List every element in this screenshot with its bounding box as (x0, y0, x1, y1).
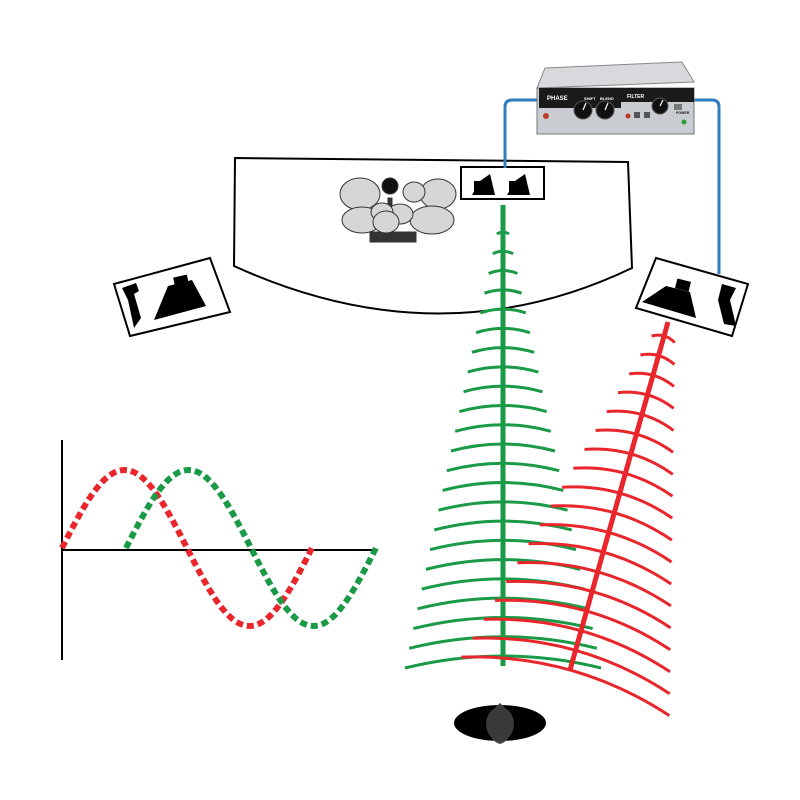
wavefront-arc (496, 230, 510, 236)
monitor-wedge-icon (112, 256, 232, 338)
phase-label: PHASE (547, 96, 568, 102)
wavefront-arc (458, 403, 548, 413)
wavefront-arc (651, 333, 676, 344)
wavefront-arc (471, 346, 535, 354)
wavefront-arc (417, 596, 589, 611)
wavefront-arc (450, 442, 556, 453)
center-speaker (460, 166, 545, 200)
horn-icon (122, 283, 141, 328)
horn-icon (718, 284, 736, 326)
wavefront-arc (640, 352, 676, 366)
wavefront-arc (461, 655, 671, 717)
cable-left (503, 98, 546, 168)
led-icon (625, 113, 631, 119)
wavefront-arc (446, 461, 560, 473)
wavefront-arc (488, 269, 518, 275)
wavefront-arc (467, 365, 539, 374)
red-sine-wave (59, 466, 315, 630)
wavefront-arc (492, 249, 514, 256)
wavefront-arc (429, 538, 577, 552)
green-sine-wave (123, 466, 379, 630)
wavefront-arc (595, 428, 674, 454)
delayed-sound-beam (461, 321, 676, 717)
wavefront-arc (562, 485, 674, 520)
wavefront-arc (517, 560, 672, 608)
wavefront-arc (550, 504, 673, 542)
wavefront-arc (483, 617, 671, 674)
wavefront-arc (454, 423, 552, 433)
wavefront-arc (408, 635, 598, 650)
speaker-driver-icon (472, 174, 530, 195)
led-icon (543, 113, 549, 119)
wavefront-arc (472, 636, 671, 695)
woofer-icon (154, 280, 206, 320)
wavefront-arc (539, 523, 673, 564)
wavefront-arc (617, 390, 675, 410)
wave-graph (59, 440, 379, 660)
wavefront-arc (433, 519, 573, 532)
cable-right (688, 98, 721, 274)
shift-label: SHIFT (584, 96, 596, 101)
wavefront-arc (442, 481, 564, 492)
wavefront-arc (506, 579, 672, 630)
listener-head-icon (454, 703, 546, 744)
wavefront-arc (479, 307, 527, 315)
wavefront-arc (628, 371, 675, 388)
phase-device-icon: PHASE SHIFT BLEND FILTER POWER (536, 61, 695, 135)
power-led-icon (681, 119, 687, 125)
blend-label: BLEND (600, 96, 614, 101)
wavefront-arc (494, 598, 672, 652)
wavefront-arc (404, 654, 602, 670)
wavefront-arc (573, 466, 674, 498)
wavefront-arc (463, 384, 543, 394)
wavefront-arc (413, 615, 593, 631)
filter-label: FILTER (627, 94, 645, 100)
woofer-icon (642, 286, 696, 318)
monitor-wedge-icon (634, 256, 750, 338)
wavefront-arc (475, 326, 531, 335)
wavefront-arc (584, 447, 674, 476)
wavefront-arc (528, 542, 673, 586)
wavefront-arc (606, 409, 675, 432)
wavefront-arc (483, 288, 523, 295)
drum-kit-icon (339, 177, 457, 243)
power-label: POWER (676, 111, 690, 115)
